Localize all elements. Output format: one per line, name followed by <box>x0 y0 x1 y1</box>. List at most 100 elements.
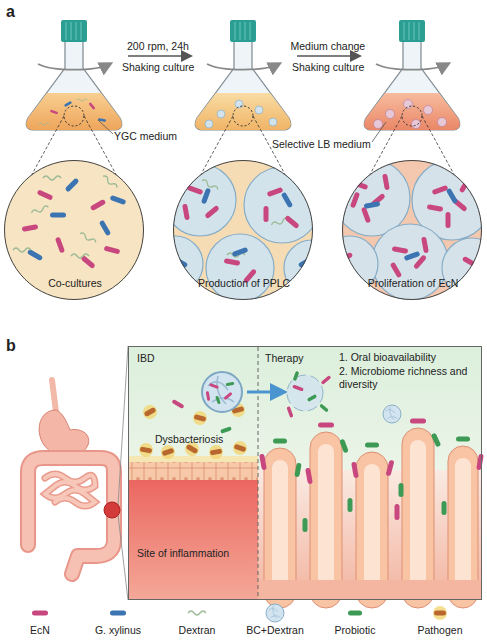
flask-1 <box>50 109 58 114</box>
flask-1 <box>77 99 88 101</box>
node-text: Therapy <box>265 352 335 365</box>
gut-scene <box>364 464 380 600</box>
digestive-tract <box>28 458 114 574</box>
pplc-zoom <box>182 204 190 221</box>
node-text: 1. Oral bioavailability <box>339 351 479 364</box>
co-culture-zoom <box>13 248 31 252</box>
co-culture-zoom <box>71 254 89 258</box>
gut-scene <box>171 399 184 409</box>
legend-sample <box>20 602 60 624</box>
gut-scene <box>140 402 159 421</box>
co-culture-zoom <box>55 237 65 254</box>
flask-3 <box>376 64 448 70</box>
gut-scene <box>215 396 221 405</box>
gut-scene <box>410 419 426 424</box>
ecn-proliferation-zoom <box>350 192 360 209</box>
flask-2 <box>255 106 263 114</box>
gut-scene <box>318 423 334 428</box>
digestive-tract <box>118 346 128 505</box>
leader-line <box>98 120 113 134</box>
gut-scene <box>159 443 177 461</box>
legend-text: BC+Dextran <box>235 624 315 637</box>
gut-scene <box>386 460 395 477</box>
pplc-zoom <box>147 164 340 302</box>
legend-sample <box>348 611 362 616</box>
gut-scene <box>208 444 224 460</box>
pplc-zoom <box>284 240 340 296</box>
pplc-zoom <box>187 185 204 195</box>
ecn-proliferation-zoom <box>462 256 478 268</box>
medium-label: Selective LB medium <box>272 138 371 151</box>
flask-3 <box>412 120 421 129</box>
gut-scene <box>383 405 401 423</box>
flask-3 <box>364 93 460 130</box>
gut-scene <box>209 383 219 389</box>
legend-item: Pathogen <box>400 602 480 637</box>
pplc-zoom <box>244 167 320 243</box>
node-text: 2. Microbiome richness and diversity <box>339 365 479 391</box>
ecn-proliferation-zoom <box>382 174 390 191</box>
ecn-proliferation-zoom <box>352 180 369 190</box>
gut-scene <box>410 440 426 600</box>
flask-2 <box>233 106 253 126</box>
co-culture-zoom <box>90 199 106 211</box>
process-label: Shaking culture <box>292 61 364 74</box>
co-culture-zoom <box>104 246 121 255</box>
flask-2 <box>269 118 277 126</box>
gut-scene <box>258 580 482 600</box>
gut-scene <box>307 394 317 402</box>
ecn-proliferation-zoom <box>421 237 429 254</box>
flask-2 <box>235 100 243 108</box>
co-culture-zoom <box>79 232 97 244</box>
flask-2 <box>207 64 279 70</box>
ecn-proliferation-zoom <box>404 251 421 261</box>
node-text: Dysbacteriosis <box>155 433 265 446</box>
flask-2 <box>195 93 291 130</box>
ecn-proliferation-zoom <box>446 212 451 228</box>
ecn-proliferation-zoom <box>432 185 449 195</box>
gut-scene <box>272 460 288 600</box>
pplc-zoom <box>201 179 219 191</box>
legend-item: Dextran <box>157 602 237 637</box>
legend-sample <box>433 606 447 620</box>
gut-scene <box>399 483 404 497</box>
zoom-circle: Production of PPLC <box>173 160 313 300</box>
co-culture-zoom <box>110 195 127 205</box>
gut-scene <box>128 462 258 480</box>
co-culture-zoom <box>99 220 111 236</box>
gut-scene <box>128 456 258 462</box>
flask-1 <box>38 64 110 70</box>
legend-item: BC+Dextran <box>235 602 315 637</box>
gut-scene <box>258 347 259 599</box>
flask-3 <box>424 106 433 115</box>
gut-scene <box>231 439 249 457</box>
ecn-proliferation-zoom <box>337 252 353 264</box>
pplc-zoom <box>206 234 274 302</box>
flask-3 <box>404 100 413 109</box>
flask-1 <box>26 93 122 130</box>
process-label: Medium change <box>291 40 366 53</box>
flask-3 <box>399 20 425 42</box>
legend-item: EcN <box>0 602 80 637</box>
digestive-tract <box>52 380 56 412</box>
node-text: Production of PPLC <box>154 277 334 290</box>
node-text: Proliferation of EcN <box>323 277 487 290</box>
co-culture-zoom <box>50 213 66 218</box>
gut-scene <box>321 375 332 385</box>
gut-scene <box>286 406 293 418</box>
gut-scene <box>455 458 471 600</box>
panel-letter: b <box>6 336 16 355</box>
legend-text: Pathogen <box>400 624 480 637</box>
flask-2 <box>195 20 291 130</box>
gut-scene <box>128 470 258 600</box>
digestive-tract <box>39 410 89 457</box>
co-culture-zoom <box>31 205 49 215</box>
legend-text: EcN <box>0 624 80 637</box>
gut-scene <box>273 439 287 444</box>
flask-1 <box>39 123 50 125</box>
gut-scene <box>128 346 484 608</box>
pplc-zoom <box>201 188 211 205</box>
digestive-tract <box>118 515 128 600</box>
flask-1 <box>88 102 95 110</box>
ecn-proliferation-zoom <box>427 204 444 212</box>
